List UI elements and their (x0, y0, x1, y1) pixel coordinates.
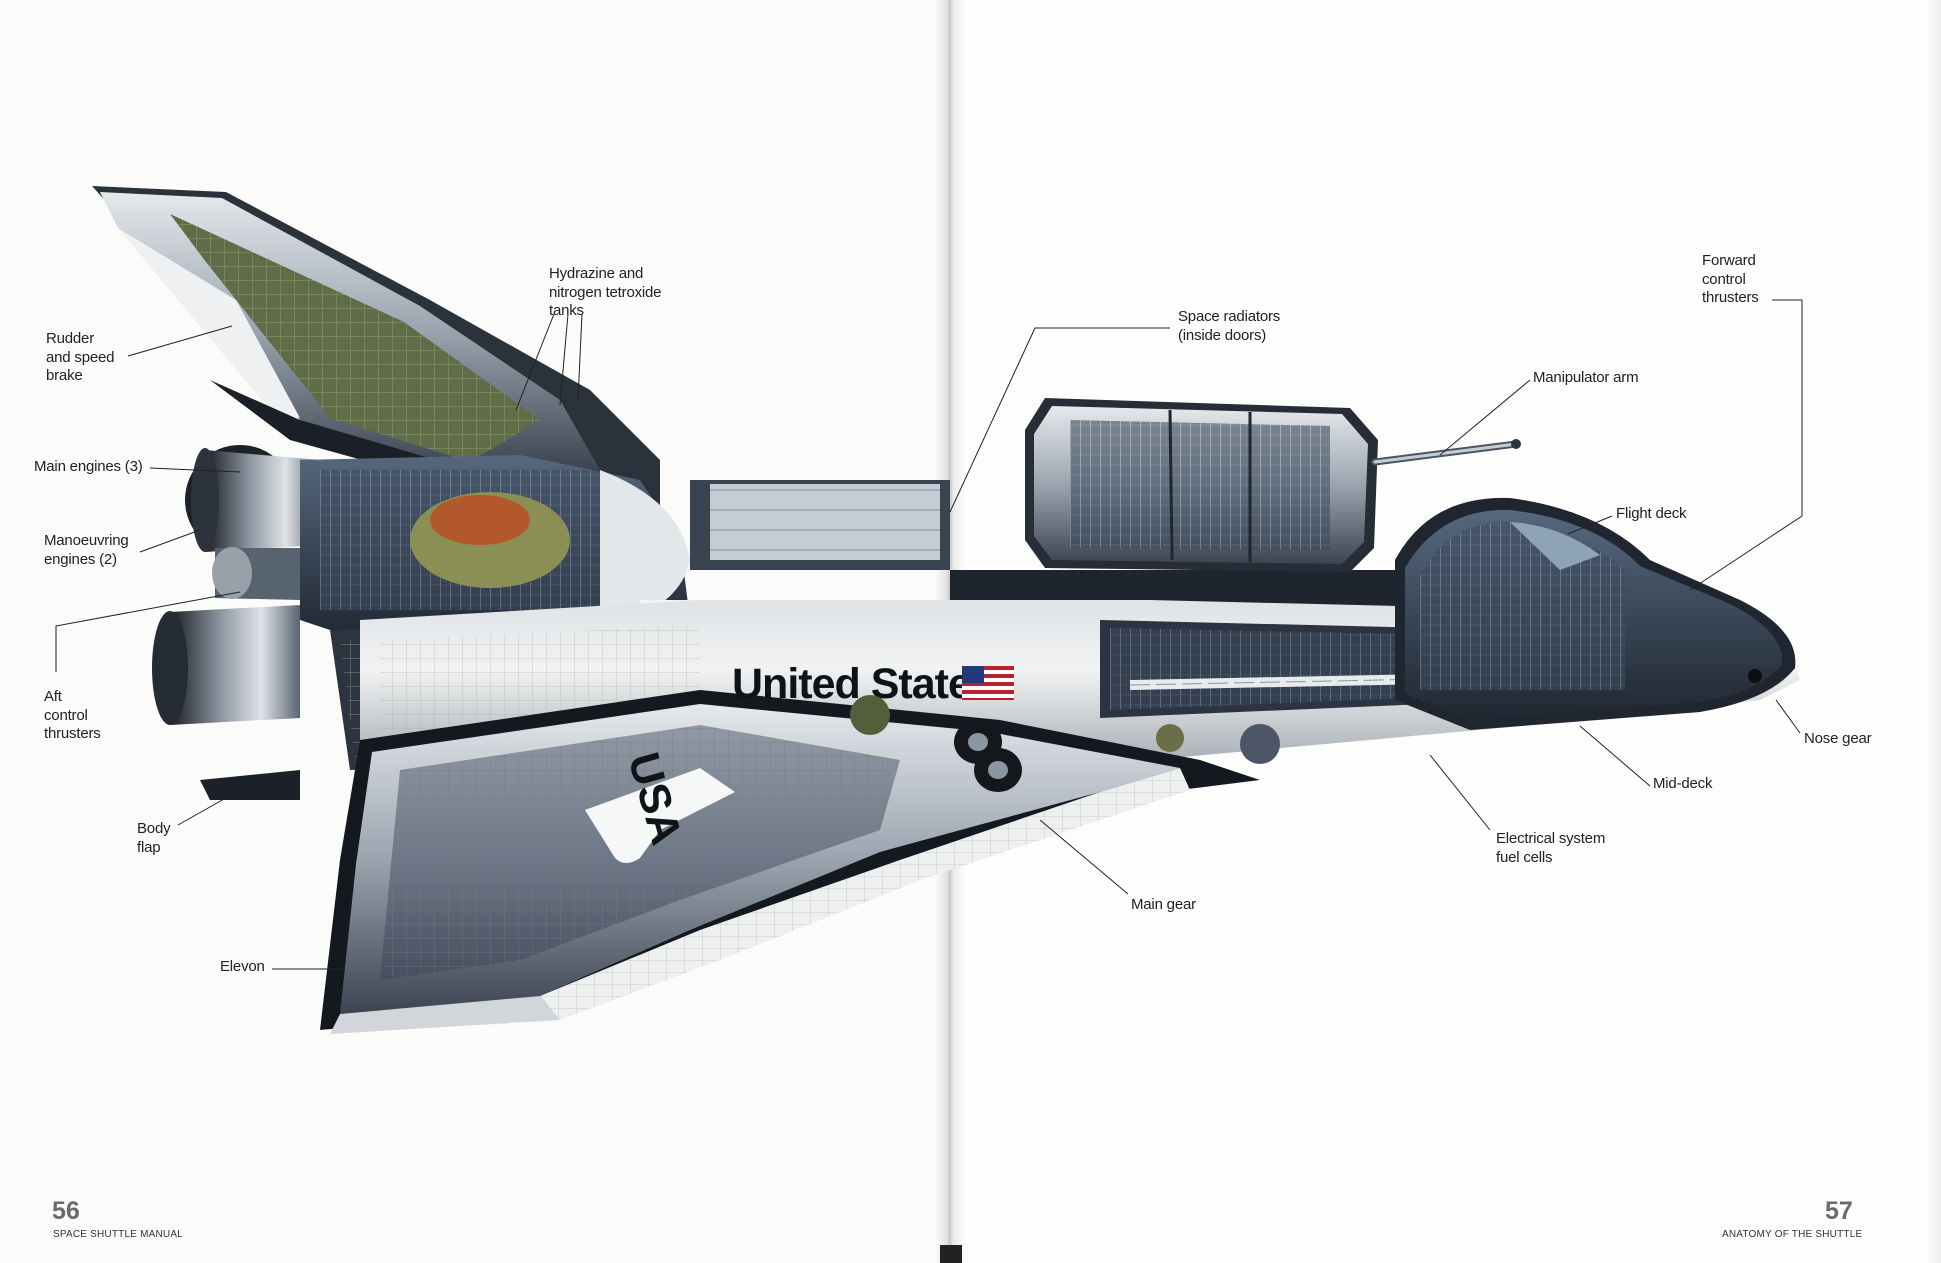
crew-compartment (1395, 497, 1796, 730)
leader-flight-deck (1567, 515, 1613, 535)
leader-mid-deck (1579, 725, 1651, 787)
spherical-tanks (850, 695, 1280, 764)
leader-manipulator (1439, 379, 1531, 456)
leader-forward-thrusters (1689, 299, 1803, 591)
right-page-number: 57 (1825, 1197, 1853, 1225)
label-nose-gear: Nose gear (1804, 730, 1872, 747)
leader-tanks (515, 313, 583, 411)
book-spine-edge (940, 1245, 962, 1263)
label-manipulator-arm: Manipulator arm (1533, 369, 1639, 386)
label-body-flap: Body flap (137, 820, 171, 856)
label-main-engines: Main engines (3) (34, 458, 143, 475)
right-running-title: ANATOMY OF THE SHUTTLE (1722, 1229, 1863, 1240)
label-mid-deck: Mid-deck (1653, 775, 1713, 792)
leader-main-gear (1039, 819, 1129, 895)
leader-aft-thrusters (55, 591, 241, 672)
leader-lines (55, 299, 1803, 970)
label-space-radiators: Space radiators (inside doors) (1178, 308, 1281, 344)
left-page-number: 56 (52, 1197, 80, 1225)
label-elevon: Elevon (220, 958, 265, 975)
tail-fin (92, 186, 660, 520)
label-forward-control-thrusters: Forward control thrusters (1702, 252, 1759, 306)
wing (320, 690, 1260, 1034)
label-hydrazine-tanks: Hydrazine and nitrogen tetroxide tanks (549, 265, 662, 319)
page-edge-shadow (1925, 0, 1941, 1263)
label-rudder-speed-brake: Rudder and speed brake (46, 330, 115, 384)
leader-rudder (127, 325, 233, 357)
label-electrical-fuel-cells: Electrical system fuel cells (1496, 830, 1606, 866)
label-manoeuvring-engines: Manoeuvring engines (2) (44, 532, 129, 568)
main-engines (152, 445, 320, 725)
main-gear-wheels (954, 720, 1022, 792)
label-flight-deck: Flight deck (1616, 505, 1687, 522)
left-running-title: SPACE SHUTTLE MANUAL (53, 1229, 183, 1240)
body-flap (200, 770, 300, 800)
leader-nose-gear (1775, 699, 1801, 734)
leader-fuel-cells (1429, 754, 1491, 831)
label-aft-control-thrusters: Aft control thrusters (44, 688, 101, 742)
usa-wing-marking: USA (585, 747, 735, 863)
us-flag (962, 666, 1014, 700)
label-main-gear: Main gear (1131, 896, 1196, 913)
leader-body-flap (177, 789, 241, 826)
manipulator-arm (1371, 439, 1521, 466)
payload-module (1025, 398, 1378, 572)
leader-radiators (949, 327, 1170, 513)
leader-main-engines (149, 467, 241, 473)
leader-manoeuvring (139, 529, 201, 553)
